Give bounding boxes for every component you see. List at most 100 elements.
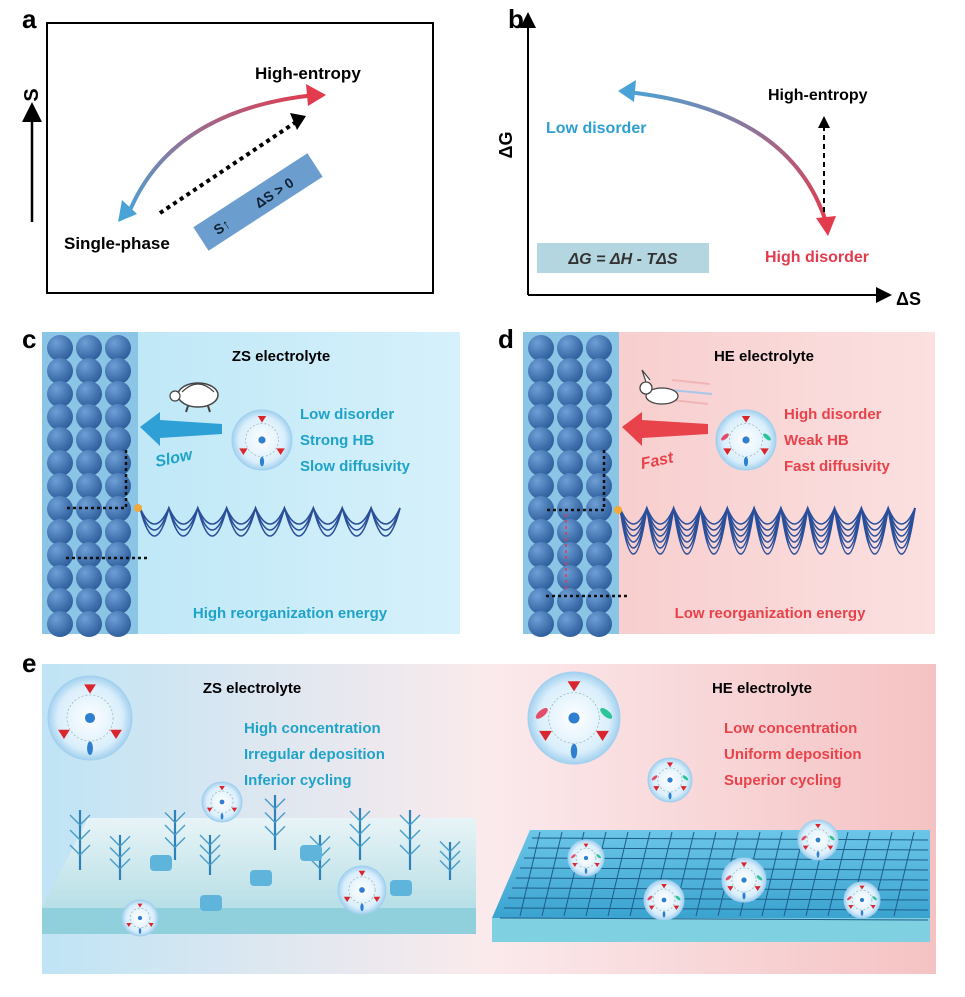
cosolvent-molecule [651,775,658,781]
gibbs-equation: ΔG = ΔH - TΔS [567,251,677,268]
cosolvent-molecule [829,835,835,841]
zn-ion [742,436,750,444]
disorder-arc-head-blue [618,80,636,102]
zn-atom [528,611,554,637]
cosolvent-molecule [571,854,576,859]
zn-ion [258,436,266,444]
zn-atom [47,496,73,522]
dendrite-branch [349,823,361,835]
ion-inner-ring [348,876,376,904]
panel-d: d HE electrolyte Fast High disorder Weak… [498,324,935,637]
water-molecule [816,851,820,858]
grain-line [893,831,915,917]
dendrite-branch [164,812,176,823]
zn-atom [528,542,554,568]
cosolvent-molecule [756,875,763,881]
zn-atom [76,450,102,476]
e-left-prop-3: Inferior cycling [244,772,352,789]
anion [583,843,589,848]
anion [148,923,154,927]
zn-atom [76,565,102,591]
zn-atom [557,542,583,568]
s-axis-label: S [21,88,43,101]
zn-atom [528,496,554,522]
ion-inner-ring [652,888,676,912]
anion [343,896,351,902]
panel-b: b ΔG ΔS Low disorder High-entropy High d… [496,4,921,309]
water-molecule [584,868,588,874]
anion [754,886,761,891]
dendrite-branch [209,834,221,846]
delta-s-box: S↑ ΔS > 0 [193,153,323,251]
grain-line [541,831,563,917]
c-prop-3: Slow diffusivity [300,458,411,475]
zn-atom [557,611,583,637]
panel-letter-e: e [22,648,36,678]
panel-c: c ZS electrolyte Slow Low disorder Stron… [22,324,460,637]
e-right-prop-2: Uniform deposition [724,746,862,763]
panel-letter-a: a [22,4,37,34]
dendrite-branch [274,798,286,810]
dg-axis-head [520,12,536,28]
zn-atom [528,404,554,430]
zn-atom [557,335,583,361]
zn-atom [105,404,131,430]
dotted-arrow-head [290,113,306,130]
fast-arrow [622,412,708,446]
uniform-deposit-pattern [499,831,929,921]
zn-atom [76,427,102,453]
anion [727,886,734,891]
grain-line [695,831,717,917]
panel-c-title: ZS electrolyte [232,348,330,365]
zn-atom [105,427,131,453]
dendrite-branch [349,810,361,822]
dendrite-branch [119,835,131,847]
anion [648,905,655,910]
c-energy-label: High reorganization energy [193,605,388,622]
zn-deposit-chunk [300,845,322,861]
zn-atom [47,565,73,591]
anion [802,845,809,850]
dendrite-branch [119,858,131,870]
dendrite-branch [439,850,451,862]
grain-line [531,837,929,841]
grain-line [827,831,849,917]
zn-atom [76,404,102,430]
dendrite-branch [174,837,186,848]
cosolvent-molecule [535,708,548,719]
panel-letter-d: d [498,324,514,354]
solvated-ion [797,819,839,861]
zn-atom [47,358,73,384]
dendrite-branch [164,837,176,848]
zn-atom [586,542,612,568]
anion [815,824,821,829]
low-disorder-label: Low disorder [546,120,646,137]
zn-atom [528,381,554,407]
zn-atom [76,473,102,499]
e-right-prop-1: Low concentration [724,720,857,737]
anion [594,863,600,867]
zn-lattice-c [47,335,131,637]
dendrite-branch [399,829,411,841]
d-prop-3: Fast diffusivity [784,458,891,475]
grain-line [761,831,783,917]
anion [596,730,609,741]
zn-atom [47,381,73,407]
solvated-ion [643,879,685,921]
solvated-ion [721,857,767,903]
water-molecule [259,456,265,467]
zn-atom [47,450,73,476]
dendrite-branch [449,841,461,852]
water-molecule [743,456,749,467]
slow-arrow [140,412,222,446]
zn-atom [528,565,554,591]
water-molecule [138,928,142,934]
zn-atom [105,519,131,545]
zs-substrate-edge [42,908,476,934]
anion [653,786,660,791]
zn-atom [557,450,583,476]
cosolvent-molecule [721,433,729,441]
energy-wells-c [139,505,401,537]
zn-atom [557,496,583,522]
contact-point-c [134,504,142,512]
